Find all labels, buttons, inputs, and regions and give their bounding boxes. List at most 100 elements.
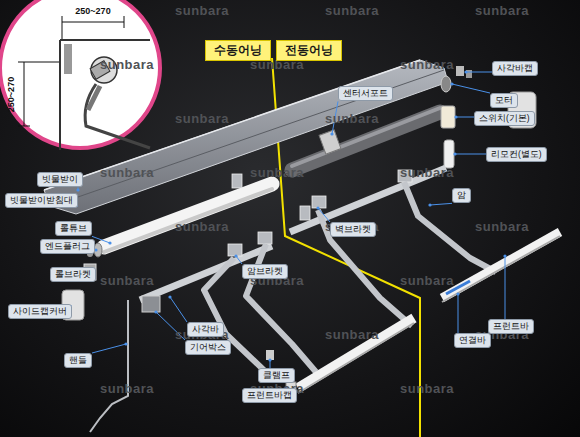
part-name: 사각바 <box>192 324 219 334</box>
detail-inset <box>24 62 25 126</box>
part-callout: 사각바캡 <box>492 61 538 76</box>
front-bar <box>298 318 414 388</box>
leader-line <box>458 294 459 333</box>
square-bar <box>142 296 160 312</box>
leader-dot <box>76 188 79 191</box>
square-bar <box>62 168 446 320</box>
part-name: 기어박스 <box>190 342 226 352</box>
detail-inset <box>0 0 160 150</box>
part-name: 빗물받이받침대 <box>10 195 73 205</box>
watermark: sunbara <box>325 112 379 125</box>
arm <box>204 182 496 376</box>
part-name: 사각바캡 <box>497 63 533 73</box>
leader-dot <box>454 115 457 118</box>
leader-dot <box>456 292 459 295</box>
bracket <box>232 174 242 188</box>
bracket <box>300 206 310 220</box>
roll-tube <box>87 184 272 257</box>
part-name: 리모컨(별도) <box>491 149 542 159</box>
leader-line <box>505 256 506 319</box>
part-callout: 클램프 <box>258 368 295 383</box>
part-callout: 리모컨(별도) <box>486 147 547 162</box>
leader-dot <box>168 295 171 298</box>
part-callout: 엔드플러그 <box>40 239 95 254</box>
part-name: 사이드캡커버 <box>13 306 67 316</box>
front-bar <box>266 232 560 393</box>
handle <box>90 300 128 432</box>
part-name: 핸들 <box>69 355 87 365</box>
part-callout: 롤튜브 <box>55 221 92 236</box>
leader-lines <box>56 70 506 389</box>
leader-dot <box>453 152 456 155</box>
motor-tube <box>456 66 464 76</box>
watermark: sunbara <box>100 382 154 395</box>
part-name: 수동어닝 <box>214 44 262 56</box>
part-name: 엔드플러그 <box>45 241 90 251</box>
watermark: sunbara <box>400 382 454 395</box>
watermark: sunbara <box>400 58 454 71</box>
roll-tube <box>94 243 102 257</box>
roll-tube <box>104 184 272 247</box>
part-callout: 모터 <box>490 93 518 108</box>
leader-dot <box>428 203 431 206</box>
leader-line <box>452 84 490 93</box>
part-name: 모터 <box>495 95 513 105</box>
detail-inset <box>88 86 100 110</box>
part-name: 암 <box>457 190 466 200</box>
part-callout: 벽브라켓 <box>330 222 376 237</box>
watermark: sunbara <box>325 328 379 341</box>
part-callout: 연결바 <box>454 333 491 348</box>
bracket <box>312 196 326 208</box>
part-callout: 암브라켓 <box>242 264 288 279</box>
leader-line <box>466 72 492 73</box>
part-callout: 사각바 <box>187 322 224 337</box>
watermark: sunbara <box>400 166 454 179</box>
roll-tube <box>104 189 272 252</box>
part-callout: 빗물받이 <box>37 172 83 187</box>
part-callout: 프런트바캡 <box>242 388 297 403</box>
motor-tube <box>444 140 454 168</box>
leader-dot <box>330 132 333 135</box>
part-name: 프런트바 <box>493 321 529 331</box>
part-callout: 스위치(기본) <box>474 111 535 126</box>
leader-dot <box>268 358 271 361</box>
part-name: 프런트바캡 <box>247 390 292 400</box>
motor-tube <box>441 106 455 128</box>
watermark: sunbara <box>325 4 379 17</box>
part-name: 연결바 <box>459 335 486 345</box>
detail-inset <box>18 62 60 63</box>
part-callout: 빗물받이받침대 <box>5 193 78 208</box>
watermark: sunbara <box>100 274 154 287</box>
leader-line <box>92 344 126 353</box>
part-name: 스위치(기본) <box>479 113 530 123</box>
leader-dot <box>450 82 453 85</box>
part-name: 롤브라켓 <box>55 269 91 279</box>
detail-inset <box>124 16 125 28</box>
detail-inset <box>62 16 63 40</box>
leader-dot <box>234 254 237 257</box>
front-bar <box>442 236 560 302</box>
part-name: 벽브라켓 <box>335 224 371 234</box>
watermark: sunbara <box>475 220 529 233</box>
part-name: 클램프 <box>263 370 290 380</box>
part-callout: 핸들 <box>64 353 92 368</box>
watermark: sunbara <box>100 58 154 71</box>
detail-inset <box>60 39 150 41</box>
detail-inset <box>85 84 150 148</box>
detail-inset <box>62 22 124 23</box>
front-bar <box>298 323 414 393</box>
leader-dot <box>503 254 506 257</box>
leader-line <box>456 117 474 118</box>
leader-dot <box>464 70 467 73</box>
part-callout: 롤브라켓 <box>50 267 96 282</box>
watermark: sunbara <box>400 274 454 287</box>
watermark: sunbara <box>475 4 529 17</box>
bracket <box>258 232 272 244</box>
part-callout: 암 <box>452 188 471 203</box>
part-name: 롤튜브 <box>60 223 87 233</box>
leader-dot <box>316 206 319 209</box>
dimension-label: 250~270 <box>8 76 17 111</box>
motor-tube <box>319 130 341 154</box>
watermark: sunbara <box>175 112 229 125</box>
